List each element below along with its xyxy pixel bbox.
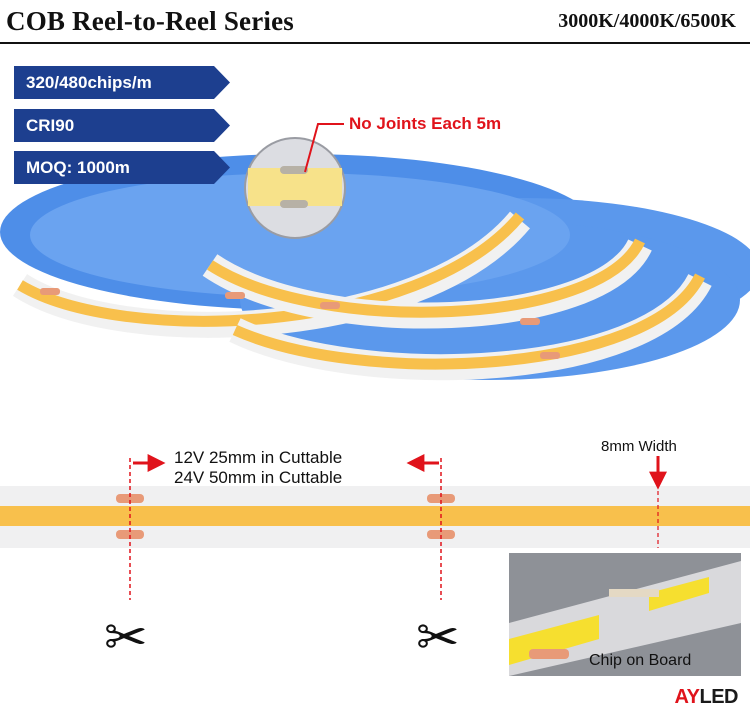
tag-banner [14,109,230,142]
magnified-pad-top [280,166,308,174]
tag-banner [14,151,230,184]
inset-copper-trace [609,589,659,597]
cuttable-12v-label: 12V 25mm in Cuttable [174,448,343,467]
strip-coil-3-led [232,273,705,370]
solder-pad [40,288,60,295]
spec-tag-label: CRI90 [26,116,75,135]
chip-on-board-label: Chip on Board [589,652,692,669]
page-title: COB Reel-to-Reel Series [6,6,294,36]
cuttable-24v-label: 24V 50mm in Cuttable [174,468,343,487]
inset-led-phosphor [649,577,709,611]
magnified-pad-bottom [280,200,308,208]
strip-coil-1-led [17,212,525,327]
solder-pad-negative [116,530,144,539]
strip-detail-illustration [0,454,750,600]
width-label: 8mm Width [601,438,677,455]
inset-solder-pad [529,649,569,659]
solder-pad [320,302,340,309]
spec-tag-moq: MOQ: 1000m [14,151,230,184]
joint-callout-leader [304,123,344,173]
solder-pad [520,318,540,325]
spec-tag-chips: 320/480chips/m [14,66,230,99]
solder-pad-negative [427,530,455,539]
scissors-icon: ✂ [416,609,460,667]
tag-banner [14,66,230,99]
scissors-icon: ✂ [104,609,148,667]
color-temperatures: 3000K/4000K/6500K [558,10,736,32]
header-divider [0,42,750,44]
brand-logo: AYLED [674,686,739,708]
chip-on-board-inset [509,553,741,676]
solder-pad [540,352,560,359]
solder-pad [225,292,245,299]
no-joints-callout: No Joints Each 5m [349,114,502,133]
spec-tag-cri: CRI90 [14,109,230,142]
spec-tag-label: 320/480chips/m [26,73,152,92]
strip-coil-2-led [207,238,645,318]
strip-led-line [0,506,750,526]
solder-pad-positive [427,494,455,503]
solder-pad-positive [116,494,144,503]
spec-tag-label: MOQ: 1000m [26,158,130,177]
magnified-led-strip [248,168,342,206]
reel-illustration [0,123,750,381]
